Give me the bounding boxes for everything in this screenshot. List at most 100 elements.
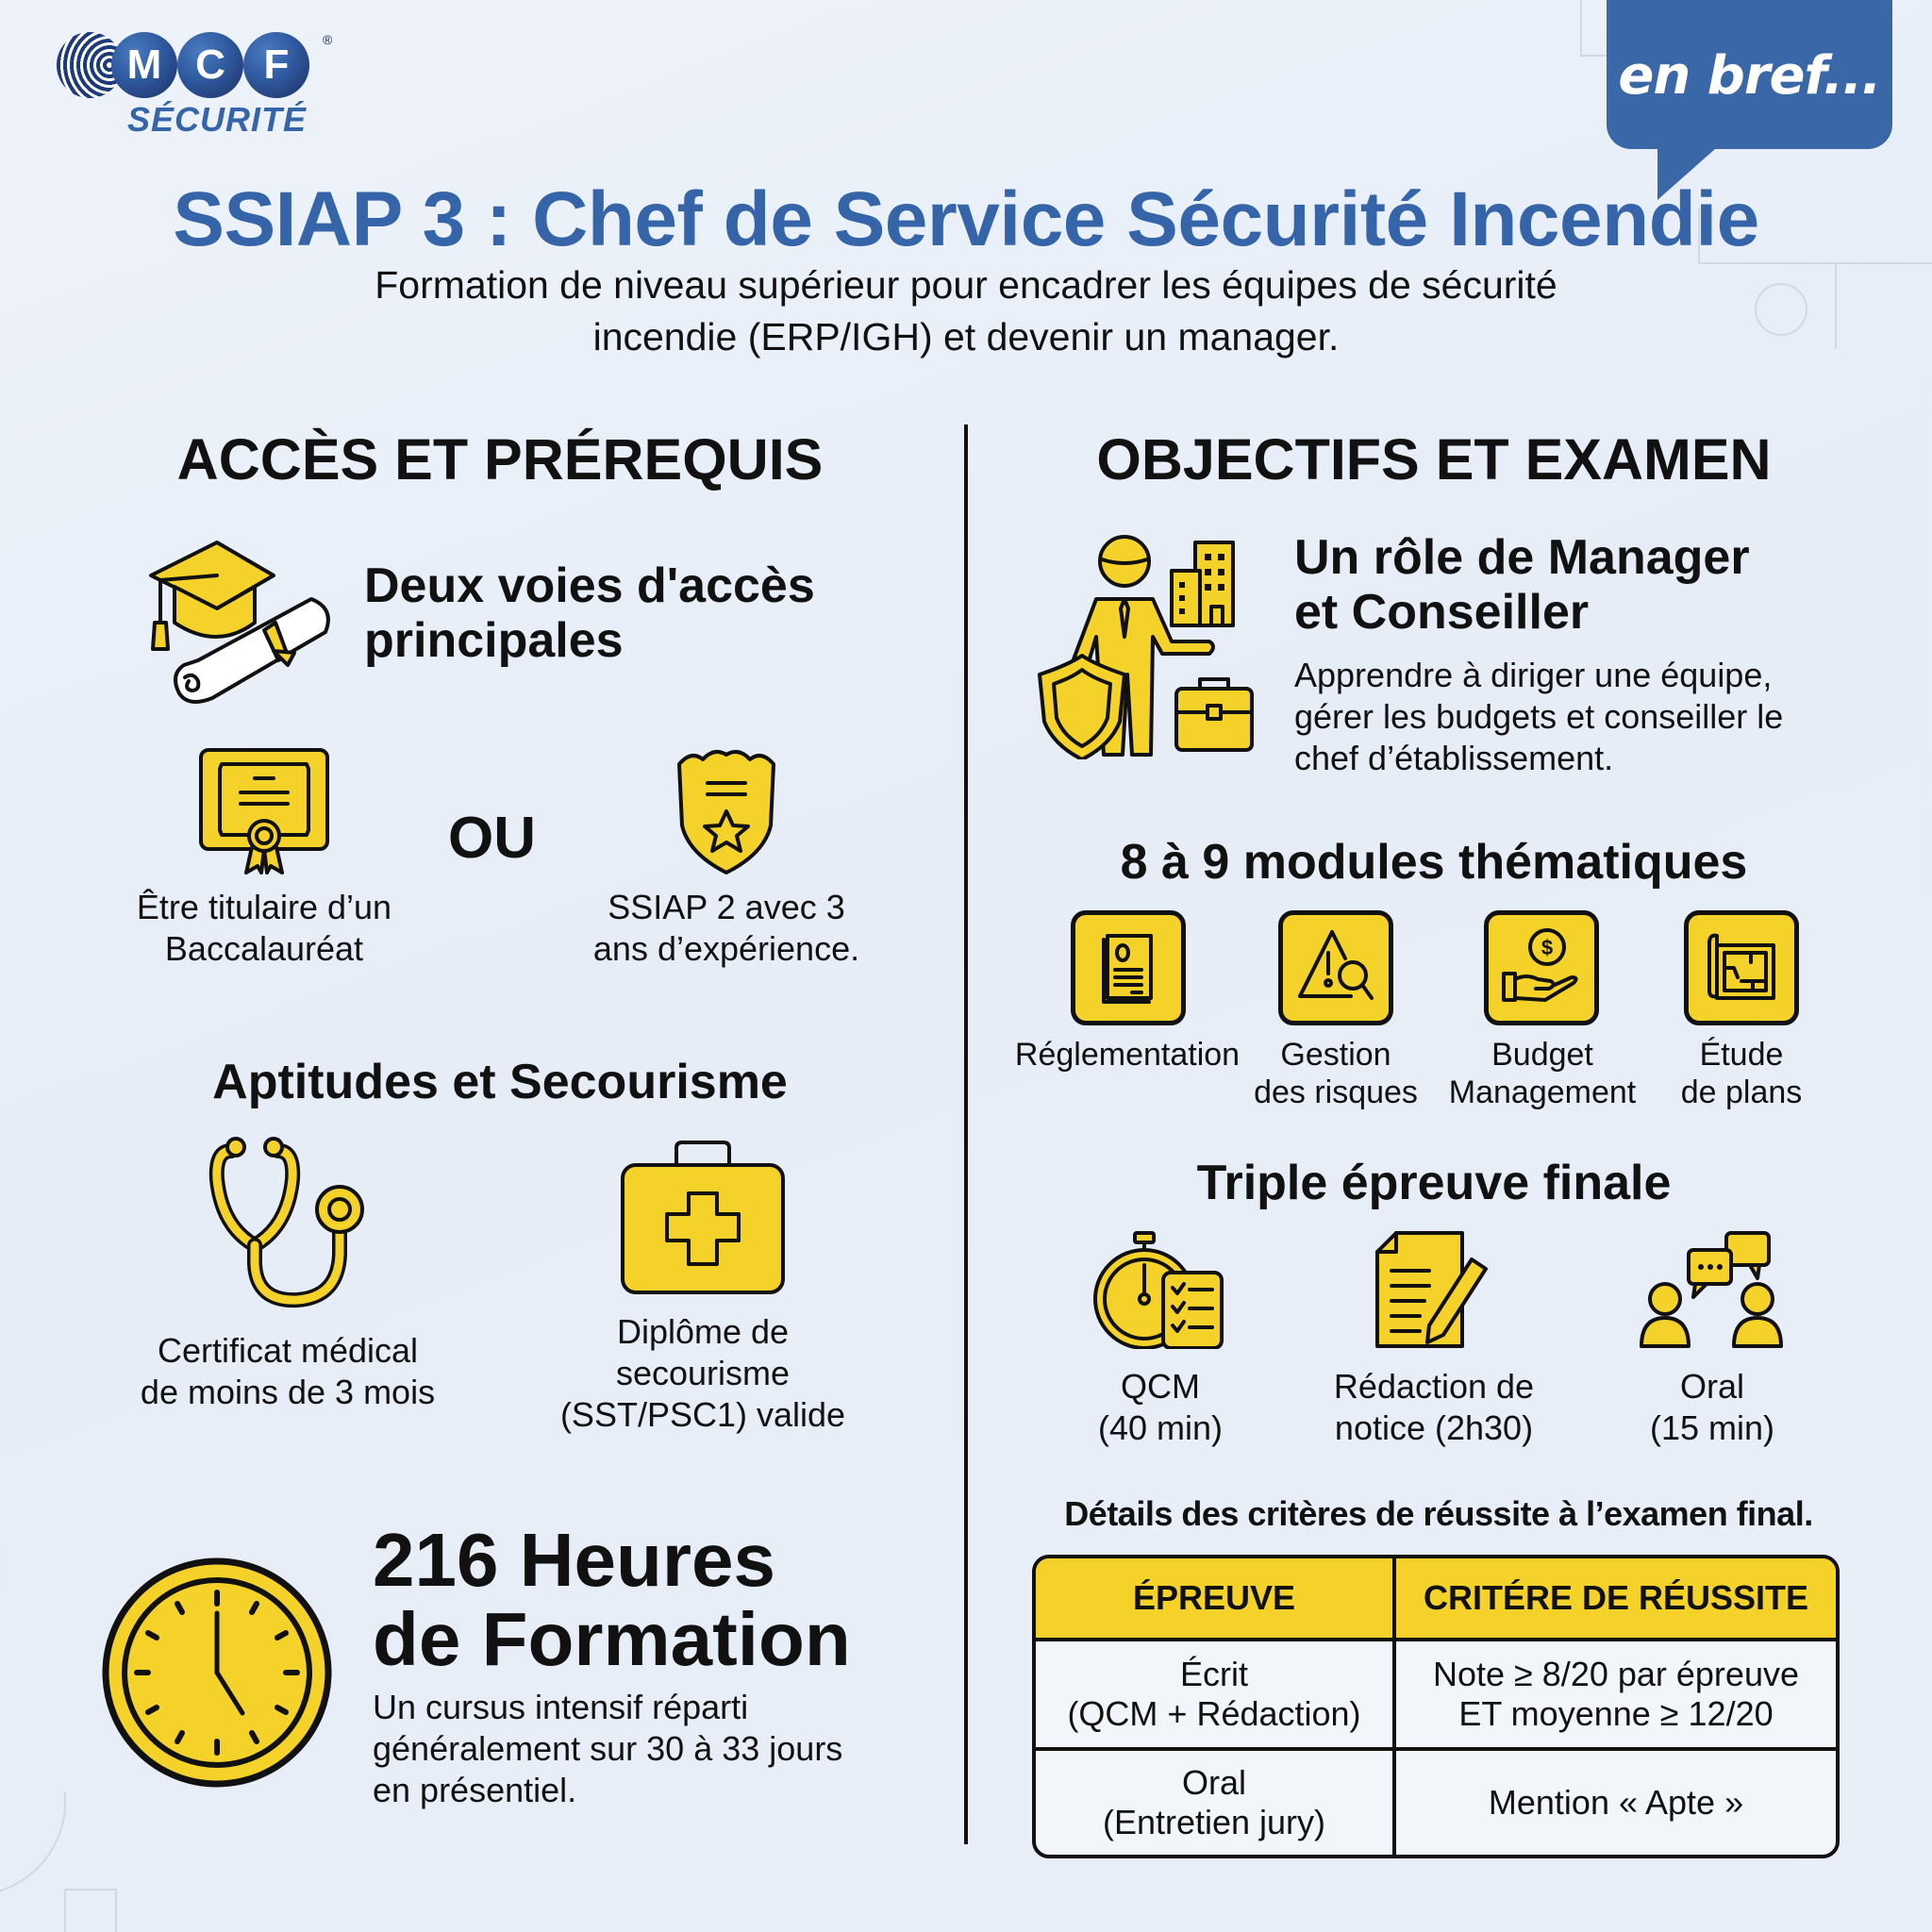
hours-title-line: de Formation xyxy=(373,1597,851,1681)
training-hours-description: Un cursus intensif réparti généralement … xyxy=(373,1687,939,1811)
exam-label: Rédaction de notice (2h30) xyxy=(1302,1366,1566,1449)
background-decoration xyxy=(1835,264,1837,349)
background-decoration xyxy=(1698,208,1932,264)
blueprint-icon xyxy=(1707,933,1775,1000)
option-text: Baccalauréat xyxy=(164,929,364,968)
module-gestion-risques-icon xyxy=(1278,910,1393,1025)
table-row: Oral(Entretien jury) Mention « Apte » xyxy=(1036,1747,1836,1855)
registered-mark: ® xyxy=(323,32,333,47)
hours-desc-line: généralement sur 30 à 33 jours xyxy=(373,1729,843,1768)
svg-text:$: $ xyxy=(1541,936,1553,959)
table-row: Écrit(QCM + Rédaction) Note ≥ 8/20 par é… xyxy=(1036,1638,1836,1747)
logo-letter-f: F xyxy=(243,32,309,98)
mcf-securite-logo: M C F ® SÉCURITÉ xyxy=(57,32,340,139)
column-divider xyxy=(964,425,968,1844)
page-title: SSIAP 3 : Chef de Service Sécurité Incen… xyxy=(173,176,1759,262)
logo-subtitle: SÉCURITÉ xyxy=(127,100,308,139)
warning-magnifier-icon xyxy=(1298,930,1374,1000)
aptitude-text: Diplôme de xyxy=(616,1312,790,1351)
exam-label-line: notice (2h30) xyxy=(1334,1408,1534,1447)
exam-label-line: Rédaction de xyxy=(1333,1367,1535,1406)
money-hand-icon: $ xyxy=(1502,928,1578,1002)
medical-certificate-text: Certificat médical de moins de 3 mois xyxy=(104,1330,472,1413)
subtitle-line: Formation de niveau supérieur pour encad… xyxy=(375,263,1557,307)
module-reglementation-icon xyxy=(1071,910,1186,1025)
oral-discussion-icon xyxy=(1640,1231,1783,1348)
role-title-line: Un rôle de Manager xyxy=(1294,530,1750,585)
exam-label-line: QCM xyxy=(1121,1367,1200,1406)
criteria-caption: Détails des critères de réussite à l’exa… xyxy=(1064,1494,1813,1533)
exam-label-line: (15 min) xyxy=(1649,1408,1775,1447)
role-desc-line: Apprendre à diriger une équipe, xyxy=(1294,656,1773,694)
table-header-epreuve: ÉPREUVE xyxy=(1036,1558,1396,1638)
logo-letter-m: M xyxy=(111,32,177,98)
exam-label: Oral (15 min) xyxy=(1599,1366,1825,1449)
role-desc-line: gérer les budgets et conseiller le xyxy=(1294,697,1784,736)
table-header-critere: CRITÉRE DE RÉUSSITE xyxy=(1396,1558,1836,1638)
access-title: Deux voies d'accès principales xyxy=(364,558,892,668)
logo-letter-c: C xyxy=(177,32,243,98)
background-decoration xyxy=(0,1792,66,1896)
or-label: OU xyxy=(448,806,536,871)
module-label: Gestion des risques xyxy=(1232,1036,1440,1111)
module-label: Étude de plans xyxy=(1647,1036,1836,1111)
stethoscope-icon xyxy=(208,1137,364,1308)
document-icon xyxy=(1102,934,1153,1004)
module-label-line: Gestion xyxy=(1280,1037,1391,1073)
document-pencil-icon xyxy=(1375,1231,1488,1348)
stopwatch-checklist-icon xyxy=(1093,1231,1224,1349)
role-desc-line: chef d’établissement. xyxy=(1294,739,1614,777)
en-bref-bubble xyxy=(1607,0,1892,149)
aptitudes-title: Aptitudes et Secourisme xyxy=(212,1055,788,1109)
criteria-table: ÉPREUVE CRITÉRE DE RÉUSSITE Écrit(QCM + … xyxy=(1032,1555,1840,1858)
modules-title: 8 à 9 modules thématiques xyxy=(1120,835,1748,890)
clock-icon xyxy=(102,1557,332,1788)
module-label: Budget Management xyxy=(1434,1036,1651,1111)
background-decoration xyxy=(1755,283,1807,336)
table-cell-epreuve: Écrit(QCM + Rédaction) xyxy=(1036,1638,1396,1747)
aptitude-text: (SST/PSC1) valide xyxy=(559,1395,846,1434)
option-baccalaureat: Être titulaire d’un Baccalauréat xyxy=(94,887,434,970)
module-label-line: Management xyxy=(1448,1074,1637,1110)
module-budget-icon: $ xyxy=(1484,910,1599,1025)
option-text: Être titulaire d’un xyxy=(136,888,392,926)
exam-label-line: (40 min) xyxy=(1097,1408,1224,1447)
role-title: Un rôle de Manager et Conseiller xyxy=(1294,530,1860,640)
security-badge-icon xyxy=(677,749,775,874)
manager-advisor-icon xyxy=(1038,535,1254,759)
option-text: ans d’expérience. xyxy=(592,929,860,968)
hours-desc-line: Un cursus intensif réparti xyxy=(373,1688,749,1726)
training-hours-title: 216 Heures de Formation xyxy=(373,1521,851,1679)
module-label-line: de plans xyxy=(1680,1074,1803,1110)
aptitude-text: de moins de 3 mois xyxy=(140,1373,436,1411)
cell-line: Mention « Apte » xyxy=(1488,1783,1744,1822)
module-label-line: des risques xyxy=(1254,1074,1418,1110)
hours-title-line: 216 Heures xyxy=(373,1518,775,1602)
page-subtitle: Formation de niveau supérieur pour encad… xyxy=(0,259,1932,363)
exams-title: Triple épreuve finale xyxy=(1196,1156,1672,1210)
section-heading-acces: ACCÈS ET PRÉREQUIS xyxy=(176,427,824,491)
certificate-icon xyxy=(199,748,329,874)
module-etude-plans-icon xyxy=(1684,910,1799,1025)
table-cell-epreuve: Oral(Entretien jury) xyxy=(1036,1747,1396,1855)
exam-label-line: Oral xyxy=(1679,1367,1744,1406)
en-bref-label: en bref... xyxy=(1618,45,1881,107)
cell-line: (QCM + Rédaction) xyxy=(1067,1694,1361,1733)
option-ssiap2: SSIAP 2 avec 3 ans d’expérience. xyxy=(557,887,896,970)
table-cell-critere: Mention « Apte » xyxy=(1396,1747,1836,1855)
section-heading-objectifs: OBJECTIFS ET EXAMEN xyxy=(1096,427,1772,491)
cell-line: Écrit xyxy=(1179,1655,1248,1693)
module-label-line: Étude xyxy=(1699,1037,1784,1073)
hours-desc-line: en présentiel. xyxy=(373,1771,577,1809)
option-text: SSIAP 2 avec 3 xyxy=(608,888,845,926)
aptitude-text: Certificat médical xyxy=(157,1331,419,1370)
module-label: Réglementation xyxy=(1009,1036,1245,1074)
access-title-line: Deux voies d'accès xyxy=(364,558,815,613)
module-label-line: Réglementation xyxy=(1014,1037,1241,1073)
background-decoration xyxy=(64,1889,117,1932)
aptitude-text: secourisme xyxy=(615,1354,791,1392)
exam-label: QCM (40 min) xyxy=(1047,1366,1274,1449)
graduation-cap-diploma-icon xyxy=(149,541,330,704)
access-title-line: principales xyxy=(364,613,624,668)
role-description: Apprendre à diriger une équipe, gérer le… xyxy=(1294,655,1898,779)
